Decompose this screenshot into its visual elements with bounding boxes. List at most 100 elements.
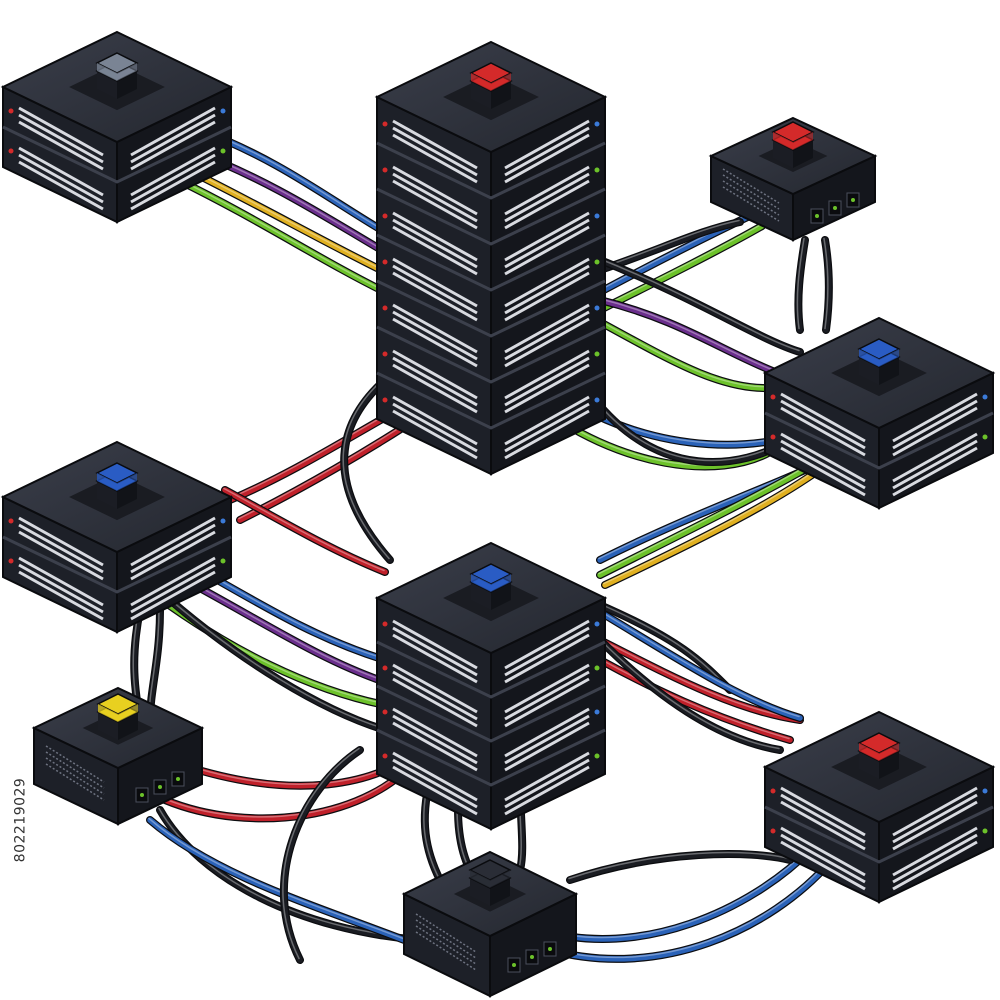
vent-slot [892, 392, 978, 443]
vent-grille [722, 186, 780, 222]
vent-slot [780, 826, 866, 877]
vent-slot [504, 165, 590, 216]
cable-green [175, 177, 388, 295]
vent-slot [504, 402, 590, 453]
server-right-middle [762, 316, 996, 510]
vent-slot [780, 439, 866, 490]
cable-highlight [598, 319, 770, 388]
device-right-face [490, 95, 606, 476]
vent-slot [18, 570, 104, 621]
status-led [382, 621, 388, 627]
button-side [471, 582, 491, 610]
button-cap-side [117, 63, 137, 81]
vent-slot [892, 840, 978, 891]
button-side [97, 71, 117, 99]
cable-blue [547, 859, 833, 962]
stock-id-text: 802219029 [12, 777, 29, 863]
vent-slot [18, 523, 104, 574]
vent-slot [780, 793, 866, 844]
vent-slot [392, 257, 478, 308]
cable-highlight [568, 851, 790, 880]
button-cap-side [470, 870, 490, 888]
button-cap-side [97, 473, 117, 491]
vent-slot [18, 146, 104, 197]
button-cap-side [471, 574, 491, 592]
cable-highlight [148, 817, 430, 950]
vent-slot [130, 113, 216, 164]
button-cap-side [793, 132, 813, 150]
status-led [382, 709, 388, 715]
vent-slot [18, 153, 104, 204]
button-cap-side [98, 704, 118, 722]
status-led [982, 394, 988, 400]
unit-divider [376, 728, 606, 787]
vent-slot [504, 721, 590, 772]
vent-slot [504, 310, 590, 361]
vent-slot [780, 432, 866, 483]
status-led [8, 108, 14, 114]
unit-divider [764, 805, 994, 864]
cable-black [341, 377, 393, 563]
vent-slot [892, 793, 978, 844]
status-led [594, 167, 600, 173]
button-cap-side [491, 574, 511, 592]
cable-black [795, 237, 808, 333]
vent-grille [722, 168, 780, 204]
button-side [793, 140, 813, 168]
vent-slot [504, 264, 590, 315]
server-top-center [374, 40, 608, 476]
cable-black [822, 237, 832, 333]
vent-slot [504, 225, 590, 276]
status-led [594, 121, 600, 127]
status-led [594, 753, 600, 759]
button-cap-side [117, 473, 137, 491]
device-layer [0, 30, 996, 998]
status-led [770, 394, 776, 400]
cable-blue [147, 817, 433, 953]
button-side [491, 81, 511, 109]
status-led [594, 259, 600, 265]
vent-slot [18, 530, 104, 581]
button-cap-side [491, 73, 511, 91]
vent-slot [504, 626, 590, 677]
button-side [470, 878, 490, 906]
cable-green [597, 319, 773, 391]
vent-slot [130, 556, 216, 607]
vent-slot [392, 363, 478, 414]
vent-grille [722, 180, 780, 216]
cable-blue [602, 612, 803, 721]
button-side [773, 140, 793, 168]
port-led [815, 214, 819, 218]
vent-slot [392, 310, 478, 361]
vent-slot [392, 758, 478, 809]
vent-slot [504, 317, 590, 368]
vent-slot [780, 840, 866, 891]
vent-slot [892, 800, 978, 851]
vent-slot [392, 633, 478, 684]
vent-slot [892, 399, 978, 450]
cable-highlight [823, 237, 829, 330]
button-cap-side [879, 743, 899, 761]
cable-highlight [183, 577, 385, 682]
vent-slot [504, 271, 590, 322]
vent-slot [780, 833, 866, 884]
vent-slot [392, 271, 478, 322]
button-side [859, 751, 879, 779]
button-side [117, 71, 137, 99]
vent-slot [504, 395, 590, 446]
vent-slot [892, 432, 978, 483]
vent-slot [892, 446, 978, 497]
vent-grille [722, 174, 780, 210]
vent-slot [18, 516, 104, 567]
vent-slot [392, 619, 478, 670]
cable-black [597, 257, 803, 355]
vent-grille [45, 757, 105, 795]
server-bottom-right [762, 710, 996, 904]
vent-slot [392, 670, 478, 721]
vent-slot [130, 106, 216, 157]
unit-divider [764, 411, 994, 470]
server-top-left [0, 30, 234, 224]
status-led [594, 709, 600, 715]
status-led [594, 397, 600, 403]
